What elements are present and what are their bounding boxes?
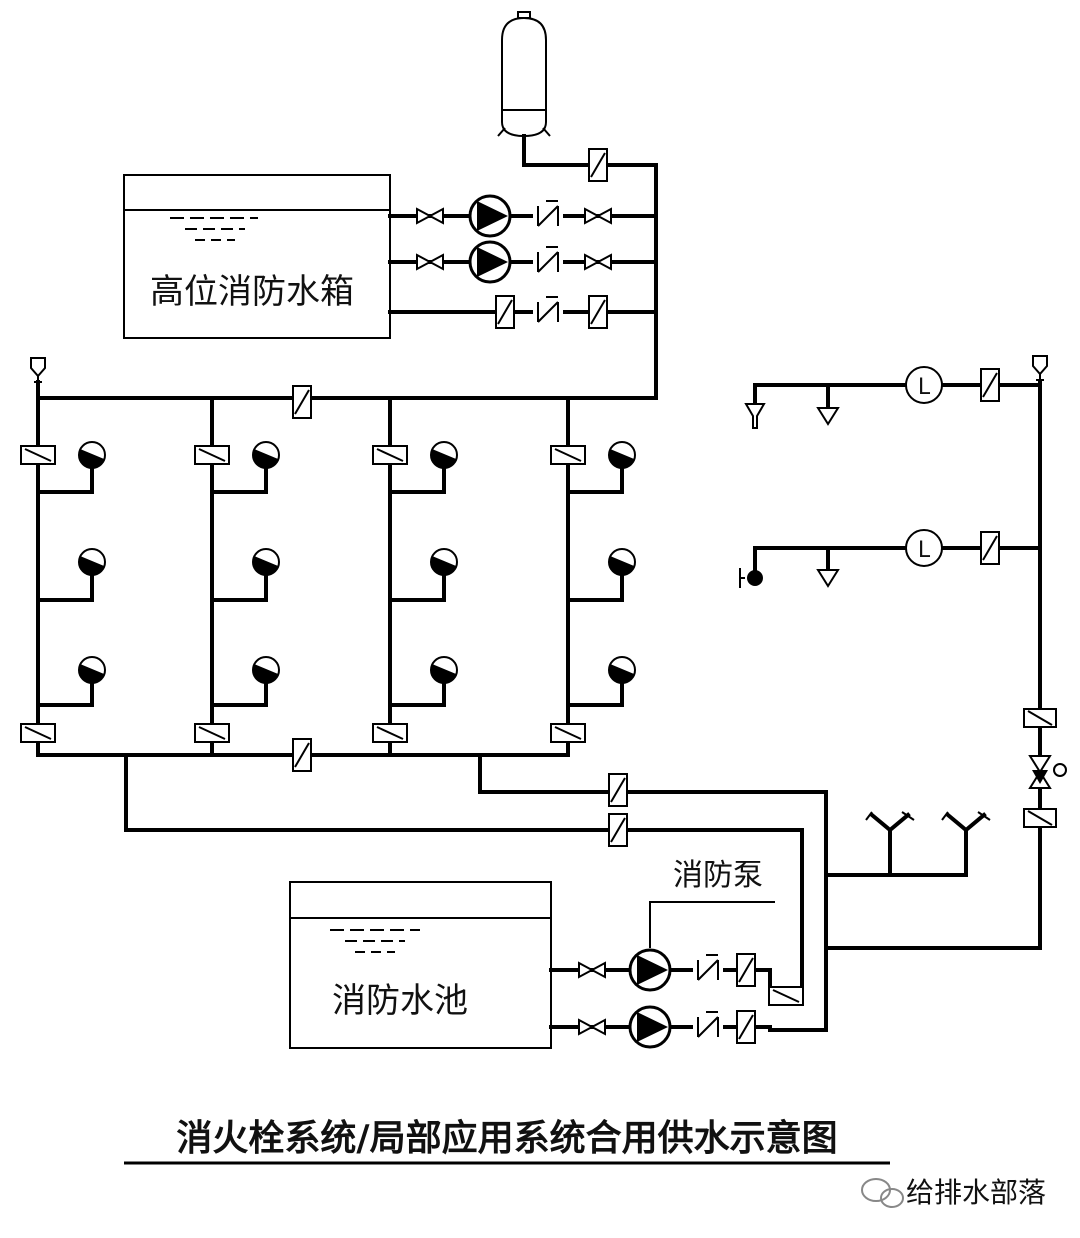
sprinkler-icon	[430, 656, 458, 684]
riser-valve-icon	[194, 723, 230, 743]
flow-switch-icon	[292, 738, 312, 772]
flow-switch-icon	[980, 531, 1000, 565]
sprinkler-icon	[252, 441, 280, 469]
pump-adapter-icon	[865, 811, 915, 877]
pump-icon	[468, 194, 512, 238]
flow-switch-icon	[588, 295, 608, 329]
gate-valve-icon	[416, 208, 444, 224]
check-valve-icon	[532, 296, 564, 323]
fire-hydrant-icon	[739, 568, 763, 588]
riser-valve-icon	[372, 445, 408, 465]
sprinkler-icon	[78, 656, 106, 684]
riser-valve-icon	[550, 723, 586, 743]
flow-indicator-L-icon: L	[905, 366, 943, 404]
test-valve-icon	[768, 986, 804, 1006]
sprinkler-icon	[608, 548, 636, 576]
svg-text:L: L	[918, 538, 931, 563]
riser-valve-icon	[20, 445, 56, 465]
svg-text:L: L	[918, 375, 931, 400]
riser-valve-icon	[194, 445, 230, 465]
pressure-tank-icon	[497, 11, 551, 138]
pump-icon	[468, 240, 512, 284]
fire-pump-label: 消防泵	[673, 858, 763, 893]
flow-switch-icon	[1023, 708, 1057, 728]
gate-valve-icon	[584, 254, 612, 270]
flow-indicator-L-icon: L	[905, 529, 943, 567]
check-valve-icon	[532, 200, 564, 227]
high-tank-label: 高位消防水箱	[150, 272, 354, 312]
check-valve-icon	[692, 954, 724, 981]
gate-valve-icon	[416, 254, 444, 270]
flow-switch-icon	[980, 368, 1000, 402]
fire-pool: 消防水池	[289, 881, 552, 1049]
flow-switch-icon	[1023, 808, 1057, 828]
sprinkler-icon	[608, 441, 636, 469]
sprinkler-icon	[252, 656, 280, 684]
sprinkler-icon	[430, 548, 458, 576]
sprinkler-icon	[430, 441, 458, 469]
sprinkler-icon	[78, 548, 106, 576]
pool-label: 消防水池	[332, 981, 468, 1021]
flow-switch-icon	[292, 385, 312, 419]
sprinkler-icon	[608, 656, 636, 684]
check-valve-icon	[532, 246, 564, 273]
gate-valve-icon	[578, 962, 606, 978]
riser-valve-icon	[550, 445, 586, 465]
wechat-logo-icon	[861, 1178, 904, 1208]
flow-switch-icon	[608, 773, 628, 807]
flow-switch-icon	[588, 148, 608, 182]
check-valve-icon	[692, 1011, 724, 1038]
flow-switch-icon	[608, 813, 628, 847]
flow-switch-icon	[736, 953, 756, 987]
flow-switch-icon	[736, 1010, 756, 1044]
sprinkler-icon	[252, 548, 280, 576]
pendant-sprinkler-icon	[816, 546, 840, 588]
alarm-valve-icon	[1028, 755, 1067, 789]
air-release-valve-icon	[1032, 355, 1048, 385]
riser-valve-icon	[20, 723, 56, 743]
pump-adapter-icon	[941, 811, 991, 877]
gate-valve-icon	[584, 208, 612, 224]
flow-switch-icon	[495, 295, 515, 329]
watermark-text: 给排水部落	[906, 1176, 1046, 1209]
air-release-valve-icon	[30, 357, 46, 387]
pendant-sprinkler-icon	[816, 383, 840, 426]
sprinkler-icon	[78, 441, 106, 469]
riser-valve-icon	[372, 723, 408, 743]
riser-branches	[36, 458, 624, 707]
pump-icon	[628, 1005, 672, 1049]
sprinkler-icon	[745, 403, 765, 429]
high-tank: 高位消防水箱	[123, 174, 391, 339]
gate-valve-icon	[578, 1019, 606, 1035]
diagram-caption: 消火栓系统/局部应用系统合用供水示意图	[176, 1118, 837, 1159]
pump-icon	[628, 948, 672, 992]
